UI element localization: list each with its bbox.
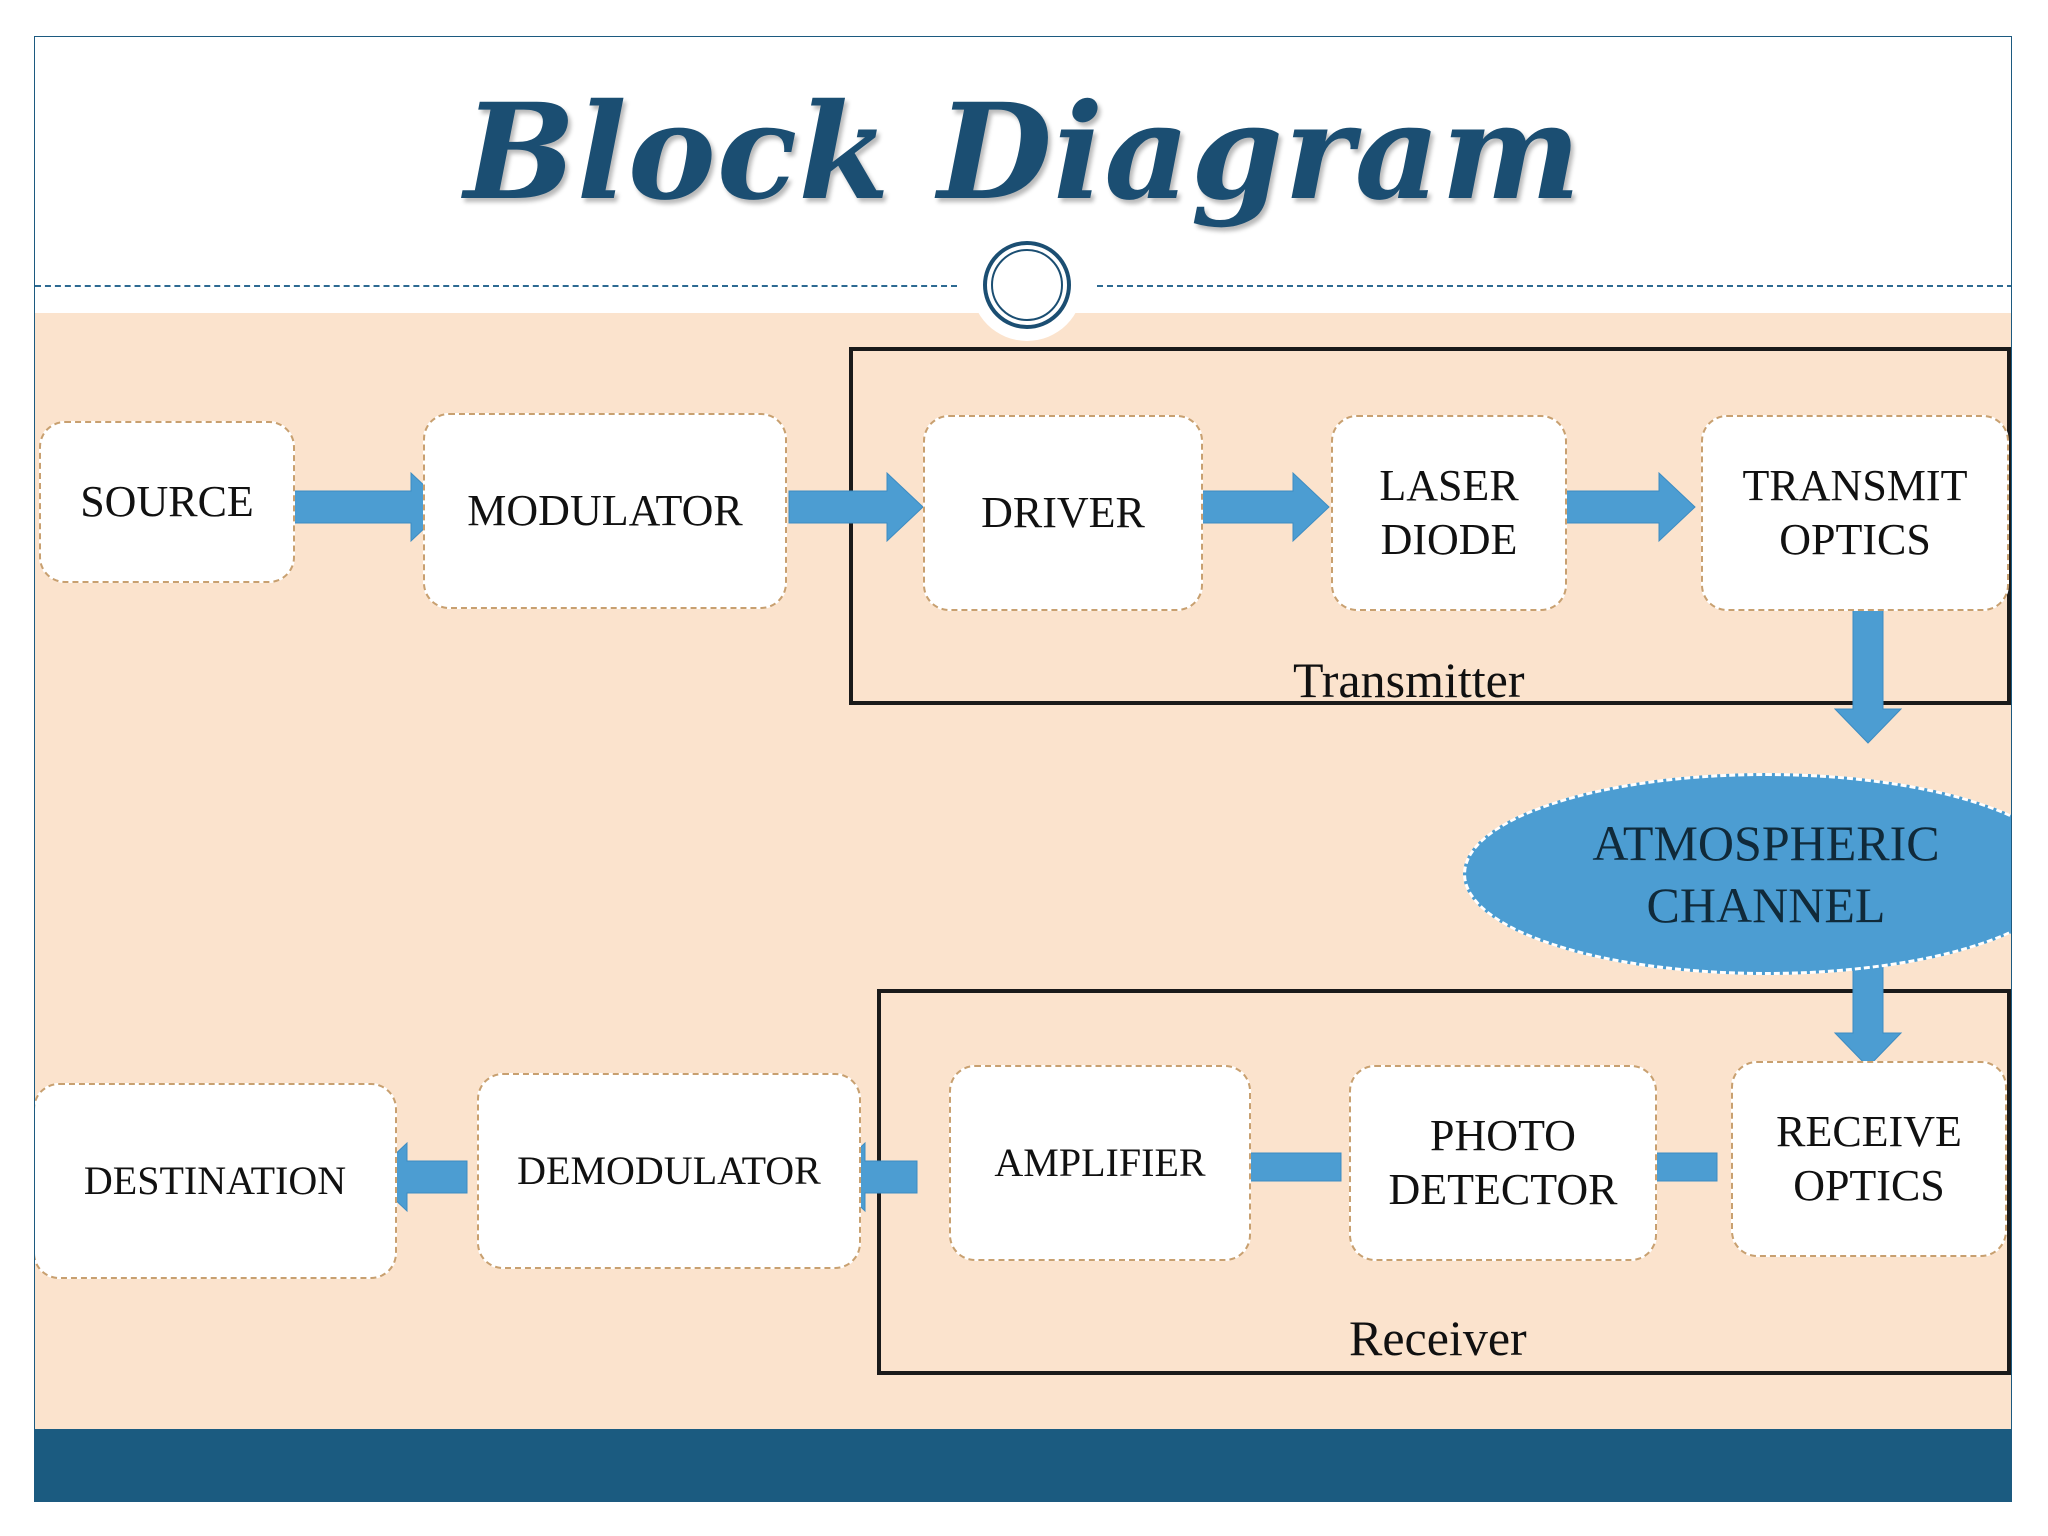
circle-ornament-icon (971, 229, 1083, 341)
title-divider-right (1097, 285, 2011, 287)
slide: Block Diagram Transmitter Receiver SOURC… (34, 36, 2012, 1502)
transmitter-group-box (849, 347, 2011, 705)
arrow-laser-to-transmit (1554, 471, 1696, 543)
receiver-label: Receiver (1349, 1310, 1527, 1366)
arrow-modulator-to-driver (788, 471, 924, 543)
transmit-optics-block: TRANSMIT OPTICS (1701, 415, 2009, 611)
footer-bar (35, 1429, 2011, 1501)
transmitter-label: Transmitter (1293, 652, 1525, 708)
atmospheric-channel-ellipse: ATMOSPHERIC CHANNEL (1463, 773, 2011, 975)
source-block: SOURCE (39, 421, 295, 583)
photo-detector-block: PHOTO DETECTOR (1349, 1065, 1657, 1261)
arrow-transmit-to-channel (1833, 588, 1903, 744)
ornament-outer-ring (983, 241, 1071, 329)
arrow-driver-to-laser (1198, 471, 1330, 543)
laser-diode-block: LASER DIODE (1331, 415, 1567, 611)
receive-optics-block: RECEIVE OPTICS (1731, 1061, 2007, 1257)
flow-arrows (290, 471, 1903, 1213)
destination-block: DESTINATION (35, 1083, 397, 1279)
title-divider-left (35, 285, 957, 287)
modulator-block: MODULATOR (423, 413, 787, 609)
slide-title: Block Diagram (464, 75, 1582, 230)
ornament-inner-ring (991, 249, 1063, 321)
amplifier-block: AMPLIFIER (949, 1065, 1251, 1261)
driver-block: DRIVER (923, 415, 1203, 611)
demodulator-block: DEMODULATOR (477, 1073, 861, 1269)
